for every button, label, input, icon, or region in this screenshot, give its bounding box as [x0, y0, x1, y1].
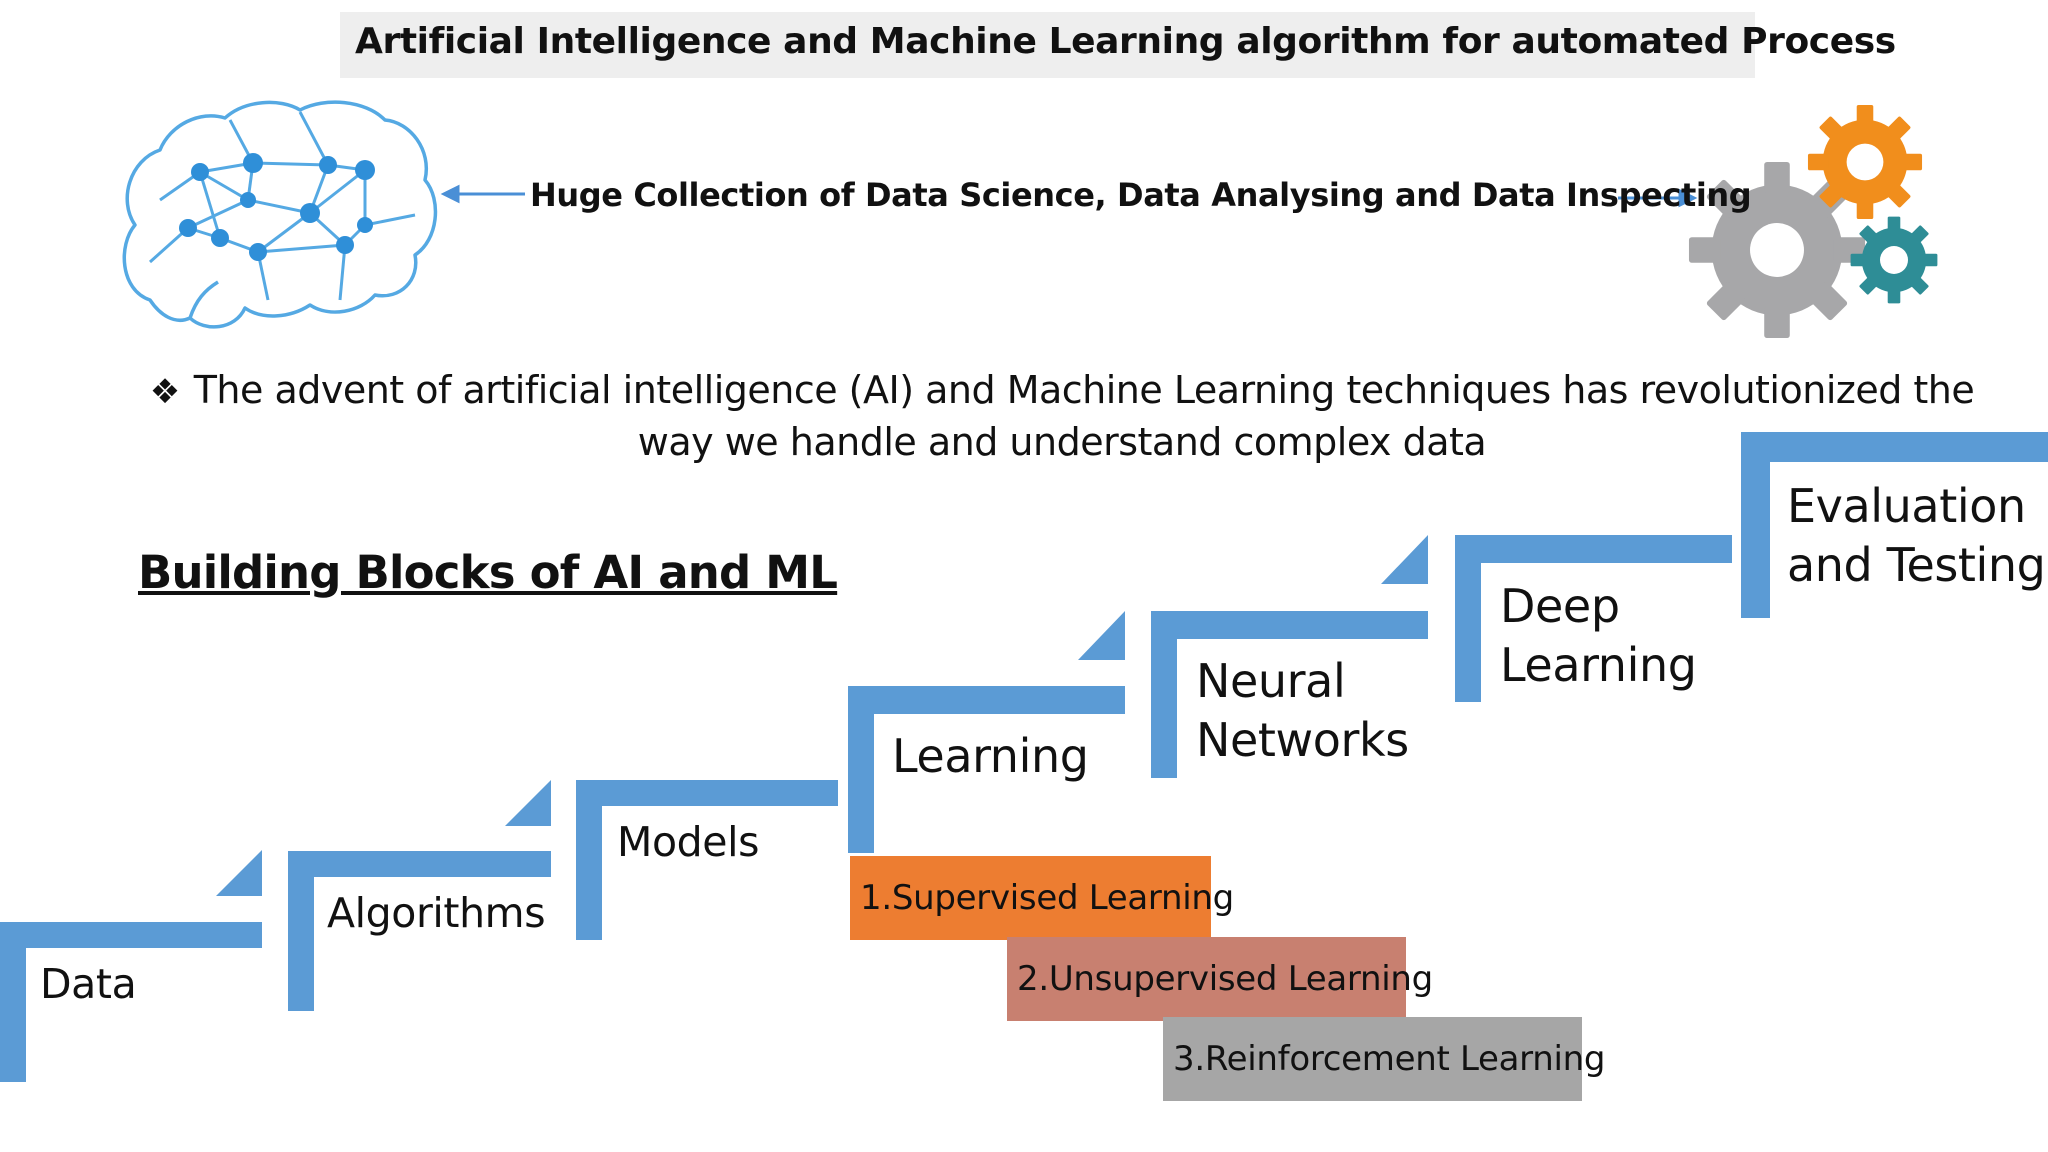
step-chevron-data	[216, 850, 262, 896]
step-chevron-neural-networks	[1381, 535, 1428, 584]
step-label-evaluation: Evaluation and Testing	[1787, 479, 2046, 592]
step-label-data: Data	[40, 960, 137, 1008]
learning-type-unsupervised: 2.Unsupervised Learning	[1007, 937, 1433, 1021]
collection-caption: Huge Collection of Data Science, Data An…	[530, 176, 1752, 214]
step-label-models: Models	[617, 818, 760, 866]
step-label-deep-learning: Deep Learning	[1500, 579, 1697, 692]
learning-type-supervised: 1.Supervised Learning	[850, 856, 1234, 940]
intro-statement: ❖ The advent of artificial intelligence (…	[132, 365, 1992, 467]
building-blocks-heading: Building Blocks of AI and ML	[138, 546, 838, 599]
intro-text: The advent of artificial intelligence (A…	[193, 368, 1975, 464]
learning-type-reinforcement: 3.Reinforcement Learning	[1163, 1017, 1606, 1101]
step-label-neural-networks: Neural Networks	[1196, 654, 1409, 767]
step-label-algorithms: Algorithms	[327, 889, 546, 937]
step-chevron-algorithms	[505, 780, 551, 826]
title-banner	[340, 12, 1755, 78]
step-chevron-learning	[1078, 611, 1125, 660]
left-arrow-icon	[440, 184, 460, 204]
bullet-diamond-icon: ❖	[149, 372, 180, 412]
step-label-learning: Learning	[892, 729, 1089, 783]
page-title: Artificial Intelligence and Machine Lear…	[355, 21, 1896, 62]
